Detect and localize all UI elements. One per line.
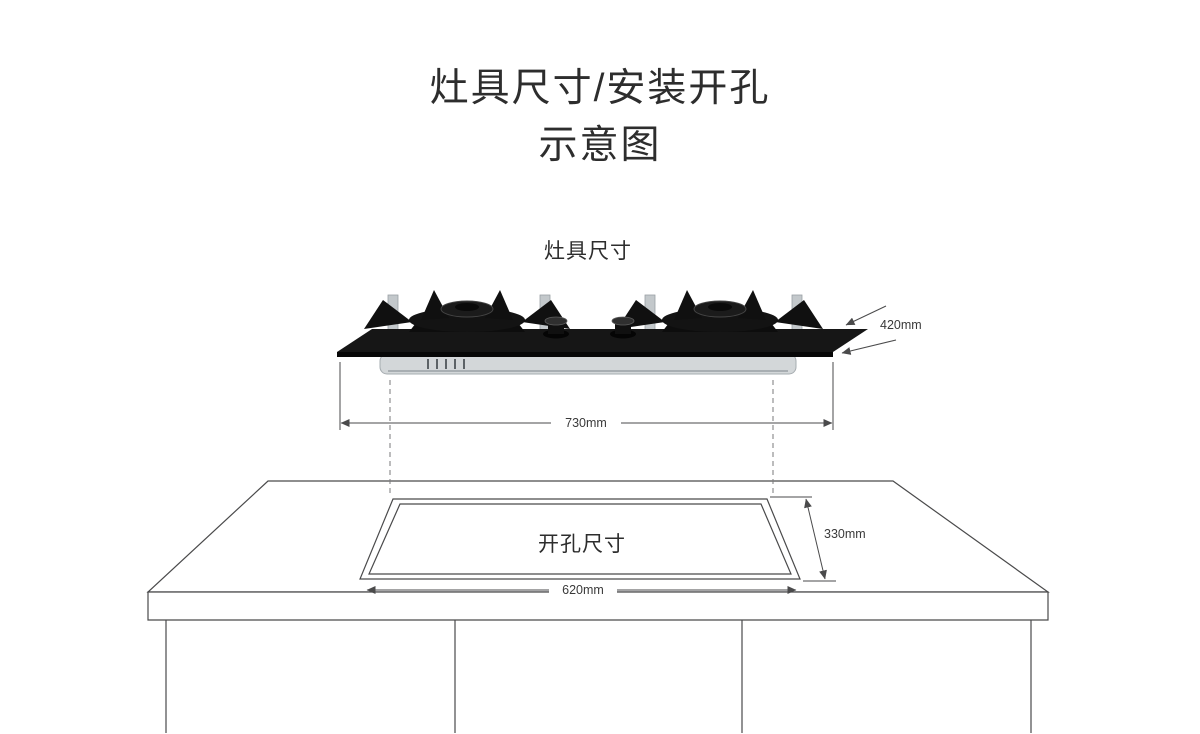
stove-label: 灶具尺寸	[544, 240, 632, 263]
title-line-1: 灶具尺寸/安装开孔	[429, 67, 771, 110]
stove-glass-front-edge	[337, 352, 833, 357]
dim-stove-width-label: 730mm	[565, 416, 607, 430]
cutout-outer-edge	[359, 498, 801, 580]
label-plate	[551, 414, 621, 431]
label-plate	[549, 581, 617, 598]
cutout-label: 开孔尺寸	[538, 533, 626, 556]
dim-arrow-line	[841, 339, 897, 355]
dim-cutout-width-label: 620mm	[562, 583, 604, 597]
dim-cutout-depth-label: 330mm	[824, 527, 866, 541]
knob-right	[609, 316, 637, 339]
dim-cutout-depth	[770, 496, 836, 582]
countertop-cutout	[359, 498, 801, 580]
stove-illustration	[337, 289, 868, 375]
diagram-title: 灶具尺寸/安装开孔 示意图	[0, 60, 1200, 174]
dim-arrow-line	[845, 305, 887, 326]
stove-glass-top	[337, 329, 868, 352]
dim-arrow-line	[804, 498, 827, 580]
cutout-inner-edge	[368, 503, 792, 575]
title-line-2: 示意图	[538, 124, 662, 167]
vent-slots	[427, 359, 465, 369]
dim-stove-depth	[841, 305, 897, 355]
dim-stove-depth-label: 420mm	[880, 318, 922, 332]
